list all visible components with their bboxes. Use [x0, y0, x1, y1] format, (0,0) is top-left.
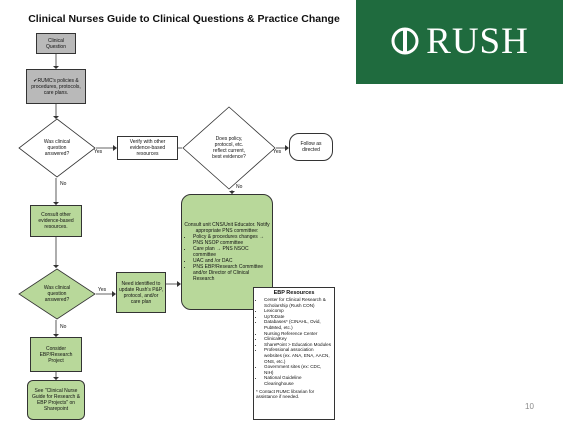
- node-consult-other: Consult other evidence-based resources.: [30, 205, 82, 237]
- rush-emblem-icon: [390, 20, 420, 63]
- edge-label-yes: Yes: [273, 149, 282, 155]
- ebp-resource-item: Government sites (ex: CDC, NIH): [264, 364, 332, 375]
- consult-cns-intro: Consult unit CNS/Unit Educator. Notify a…: [184, 222, 270, 234]
- ebp-resource-item: Databases* (CINAHL, Ovid, PubMed, etc.): [264, 319, 332, 330]
- edge-label-yes: Yes: [94, 149, 103, 155]
- arrowhead: [53, 334, 59, 337]
- consult-cns-item: Care plan → PNS NSOC committee: [193, 246, 270, 258]
- arrowhead: [177, 281, 181, 287]
- ebp-resource-item: ClinicalKey: [264, 336, 332, 342]
- node-clinical-question: Clinical Question: [36, 33, 76, 54]
- arrowhead: [53, 377, 59, 380]
- arrowhead: [53, 116, 59, 119]
- consult-cns-item: Policy & procedures changes → PNS NSOP c…: [193, 234, 270, 246]
- arrowhead: [53, 202, 59, 205]
- flowchart-title: Clinical Nurses Guide to Clinical Questi…: [28, 13, 340, 25]
- rush-logo-text: RUSH: [426, 21, 529, 62]
- decision-was-answered: Was clinical question answered?: [18, 118, 96, 178]
- node-consult-cns: Consult unit CNS/Unit Educator. Notify a…: [181, 194, 273, 310]
- consult-cns-item: UAC and /or DAC: [193, 258, 270, 264]
- ebp-resources-box: EBP Resources Center for Clinical Resear…: [253, 287, 335, 420]
- ebp-resource-item: Lexicomp: [264, 308, 332, 314]
- node-consider-ebp: Consider EBP/Research Project: [30, 337, 82, 372]
- node-follow-as-directed: Follow as directed: [289, 133, 333, 161]
- arrowhead: [112, 291, 116, 297]
- ebp-resource-item: Center for Clinical Research & Scholarsh…: [264, 297, 332, 308]
- ebp-resources-list: Center for Clinical Research & Scholarsh…: [256, 297, 332, 387]
- decision-was-answered-2: Was clinical question answered?: [18, 268, 96, 320]
- consult-cns-item: PNS EBP/Research Committee and/or Direct…: [193, 264, 270, 282]
- edge-label-no: No: [60, 181, 67, 187]
- edge-label-yes: Yes: [98, 287, 107, 293]
- node-see-guide: See "Clinical Nurse Guide for Research &…: [27, 380, 85, 420]
- edge-label-no: No: [60, 324, 67, 330]
- ebp-resource-item: Nursing Reference Center: [264, 331, 332, 337]
- rush-logo-banner: RUSH: [356, 0, 563, 84]
- node-need-identified: Need identified to update Rush's P&P, pr…: [116, 272, 166, 313]
- arrowhead: [113, 145, 117, 151]
- decision-does-policy: Does policy, protocol, etc. reflect curr…: [182, 106, 276, 190]
- arrowhead: [53, 66, 59, 69]
- ebp-resource-item: UpToDate: [264, 314, 332, 320]
- arrowhead: [285, 145, 289, 151]
- page-number: 10: [525, 402, 534, 411]
- arrowhead: [229, 191, 235, 194]
- ebp-resource-item: SharePoint > Education Modules: [264, 342, 332, 348]
- edge-label-no: No: [236, 184, 243, 190]
- node-rumc-policies: ✔RUMC's policies & procedures, protocols…: [26, 69, 86, 104]
- ebp-resources-title: EBP Resources: [273, 290, 315, 296]
- ebp-resource-item: Professional association websites (ex. A…: [264, 347, 332, 364]
- ebp-resources-note: * Contact RUMC librarian for assistance …: [256, 388, 315, 400]
- rush-logo: RUSH: [356, 20, 563, 63]
- ebp-resource-item: National Guideline Clearinghouse: [264, 375, 332, 386]
- node-verify: Verify with other evidence-based resourc…: [117, 136, 178, 160]
- arrowhead: [53, 265, 59, 268]
